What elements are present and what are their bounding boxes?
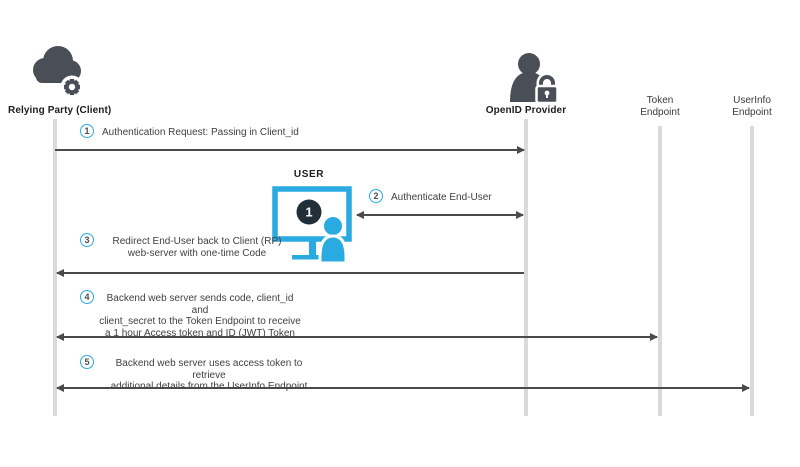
- arrow-step-2: [356, 211, 524, 219]
- arrowhead-right-icon: [516, 211, 524, 219]
- step-5-line-2: additional details from the UserInfo End…: [99, 381, 319, 393]
- arrowhead-right-icon: [517, 146, 525, 154]
- userinfo-endpoint-line2: Endpoint: [732, 107, 772, 118]
- step-3-number: 3: [80, 233, 94, 247]
- step-5-number: 5: [80, 355, 94, 369]
- cloud-gear-icon: [33, 46, 84, 99]
- step-4-number: 4: [80, 290, 94, 304]
- person-lock-icon: [510, 53, 559, 105]
- monitor-person-icon: 1: [272, 186, 352, 263]
- step-4-line-3: a 1 hour Access token and ID (JWT) Token: [105, 327, 295, 339]
- screen-badge-number: 1: [305, 205, 312, 220]
- token-endpoint-line1: Token: [646, 95, 674, 106]
- step-2-text: Authenticate End-User: [391, 192, 492, 203]
- participant-label-token-endpoint: Token Endpoint: [628, 95, 692, 119]
- step-5-text: Backend web server uses access token to …: [99, 358, 319, 393]
- lifeline-token-endpoint: [658, 126, 662, 416]
- step-3-line-2: web-server with one-time Code: [127, 247, 267, 259]
- arrowhead-left-icon: [356, 211, 364, 219]
- step-5-line-1: Backend web server uses access token to …: [115, 358, 303, 381]
- userinfo-endpoint-line1: UserInfo: [733, 95, 771, 106]
- arrowhead-right-icon: [650, 333, 658, 341]
- arrowhead-left-icon: [56, 333, 64, 341]
- step-2-number: 2: [369, 189, 383, 203]
- user-label: USER: [293, 169, 325, 180]
- step-1-text: Authentication Request: Passing in Clien…: [102, 127, 299, 138]
- participant-label-userinfo-endpoint: UserInfo Endpoint: [718, 95, 786, 119]
- step-1-number: 1: [80, 124, 94, 138]
- participant-label-openid-provider: OpenID Provider: [485, 105, 567, 116]
- step-4-text: Backend web server sends code, client_id…: [99, 293, 301, 339]
- token-endpoint-line2: Endpoint: [640, 107, 680, 118]
- participant-label-relying-party: Relying Party (Client): [8, 105, 112, 116]
- arrowhead-right-icon: [742, 384, 750, 392]
- lifeline-relying-party: [53, 119, 57, 416]
- arrow-step-5: [56, 384, 750, 392]
- arrow-step-1: [55, 146, 525, 154]
- step-3-line-1: Redirect End-User back to Client (RP): [112, 236, 282, 247]
- arrowhead-left-icon: [56, 384, 64, 392]
- lifeline-openid-provider: [524, 119, 528, 416]
- step-4-line-2: client_secret to the Token Endpoint to r…: [99, 316, 301, 327]
- step-4-line-1: Backend web server sends code, client_id…: [106, 293, 294, 316]
- arrowhead-left-icon: [56, 269, 64, 277]
- arrow-step-3: [56, 269, 524, 277]
- lifeline-userinfo-endpoint: [750, 126, 754, 416]
- arrow-step-4: [56, 333, 658, 341]
- step-3-text: Redirect End-User back to Client (RP) we…: [99, 236, 295, 259]
